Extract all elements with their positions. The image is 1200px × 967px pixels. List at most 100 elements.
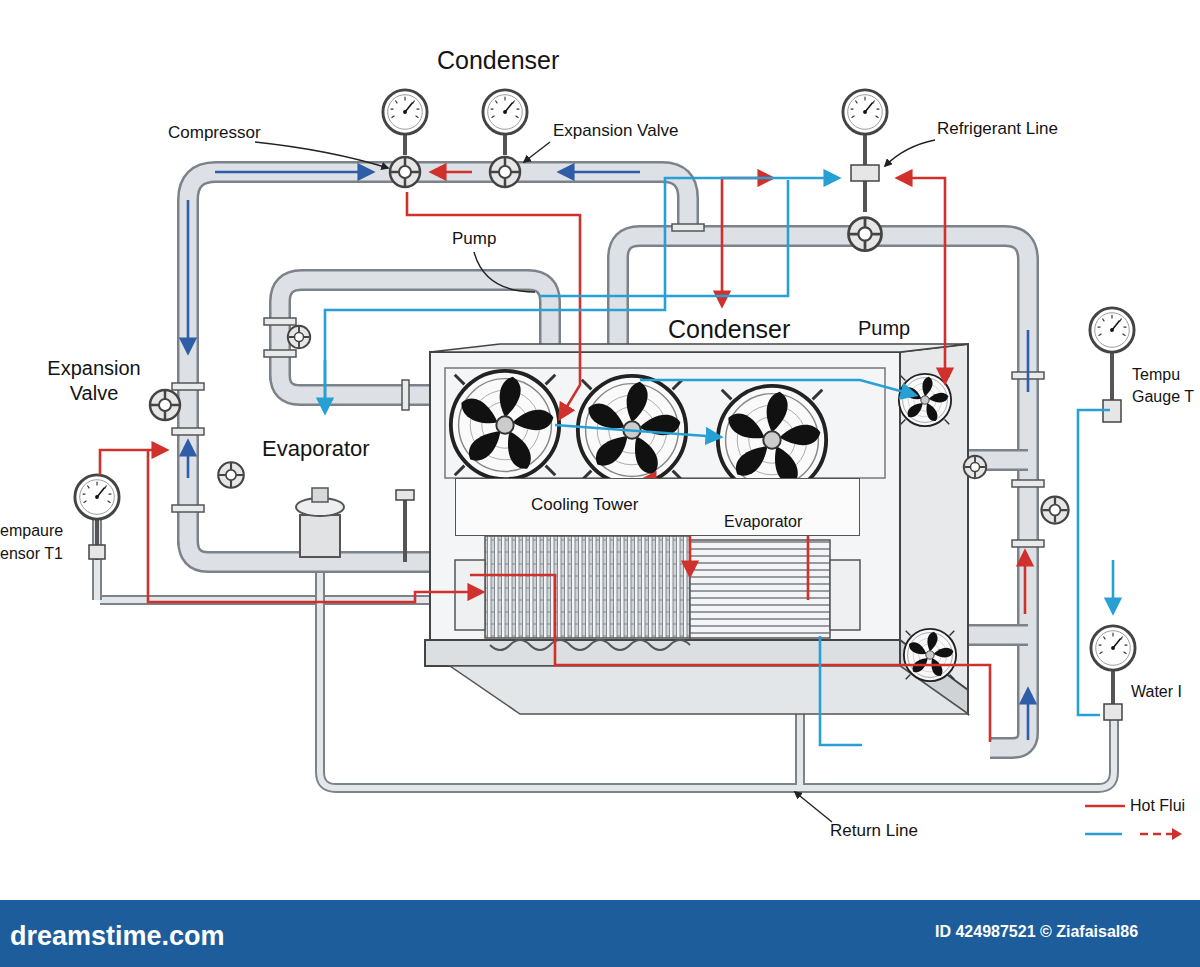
cold-fluid-line [555,425,720,437]
drawing-part [1012,480,1044,487]
legend-sample [1085,805,1125,808]
part-label: Water I [1131,682,1182,702]
drawing-part [172,383,204,390]
hot-fluid-line [721,232,724,305]
drawing-part [402,380,409,410]
coil-header [830,560,860,630]
hot-fluid-line [1024,552,1027,614]
coil-band: Cooling TowerEvaporator [455,478,860,536]
pressure-gauge [75,475,119,519]
legend-sample [1140,833,1172,836]
coil-tube [490,640,690,650]
valve [218,462,244,488]
pressure-gauge [483,90,527,134]
node-label: Cooling Tower [531,494,638,515]
cold-fluid-line [325,178,838,410]
pressure-gauge [843,90,887,134]
coil [485,536,690,638]
drawing-part [264,318,296,325]
part-label: Pump [452,228,496,249]
part-label: Refrigerant Line [937,118,1058,139]
hot-fluid-line [944,250,947,382]
fan [899,374,951,426]
hot-fluid-line [100,450,166,475]
sensor-label: empaure ensor T1 [0,519,72,565]
flow-arrow [215,171,372,174]
legend-entry: Hot Flui [1130,796,1185,816]
gauge-stem [97,135,1113,720]
condenser-unit: CondenserCooling TowerEvaporator [430,312,970,707]
part-label: Expansion Valve [38,356,150,406]
cold-fluid-line [640,380,915,395]
valve [490,157,520,187]
valve [288,326,311,349]
legend-sample [1085,833,1122,836]
drawing-part [1012,540,1044,547]
flow-arrow [1027,330,1030,392]
cold-fluid-line [540,180,788,296]
hot-fluid-line [407,192,580,418]
cold-fluid-line [820,636,862,745]
flow-arrow [187,442,190,478]
legend-text: Hot Flui [1130,797,1185,814]
part-label: Pump [858,316,910,341]
valve [964,456,987,479]
pipe [100,595,432,605]
pump-symbol [849,218,882,251]
tee-fitting [851,165,879,181]
footer-bar [0,900,1200,967]
drawing-part [172,505,204,512]
part-label: Expansion Valve [553,120,678,141]
part-label: Compressor [168,122,261,143]
flow-arrow [432,171,472,174]
hot-fluid-line [722,178,772,232]
flow-arrow [187,200,190,352]
leader-line [795,792,832,822]
drawing-part [672,224,704,231]
hot-fluid-line [148,450,482,602]
unit-base [425,640,900,666]
cold-fluid-line [324,360,327,412]
flow-arrow [1027,690,1030,740]
valve [150,390,180,420]
hot-fluid-line [470,575,990,742]
fan [904,629,956,681]
watermark: dreamstime.com [10,919,225,953]
coil-header [455,560,485,630]
node-label: Evaporator [724,512,802,532]
title-text: Condenser [437,45,559,76]
hot-fluid-line [898,178,945,250]
sensor-fitting [1104,704,1122,720]
part-label: Evaporator [262,435,370,463]
unit-top [430,344,968,352]
cold-fluid-line [1112,560,1115,612]
fan [451,371,559,479]
leader-line [524,142,550,162]
pressure-gauge [1091,626,1135,670]
sensor-fitting [89,545,105,559]
pressure-gauge [383,90,427,134]
valve-handle [396,490,414,500]
unit-housing [430,352,900,652]
cold-fluid-line [1078,410,1110,715]
sensor-label: Tempu Gauge T [1132,364,1200,408]
valve [390,157,420,187]
pressure-gauge [1090,308,1134,352]
drawing-part [264,350,296,357]
part-label: Return Line [830,820,918,841]
drawing-part [172,428,204,435]
leader-line [885,140,935,166]
legend-sample [1172,828,1182,840]
flow-arrow [560,171,640,174]
valve-stem [403,500,407,562]
pump-cap [312,488,328,502]
node-label: Condenser [668,314,790,345]
valve [1042,497,1069,524]
pump-body [300,515,340,557]
leader-line [255,142,388,168]
unit-base [450,666,968,714]
leader-line [474,252,535,292]
image-credit: ID 424987521 © Ziafaisal86 [935,922,1138,942]
